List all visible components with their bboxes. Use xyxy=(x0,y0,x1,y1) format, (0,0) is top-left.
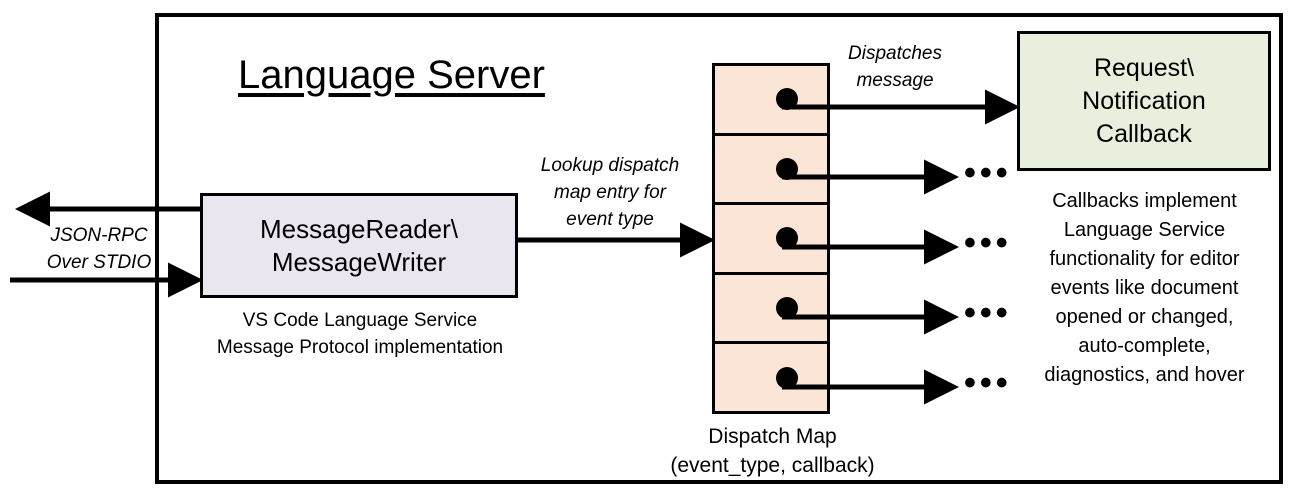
language-server-container xyxy=(155,13,1283,484)
message-reader-writer-box[interactable]: MessageReader\ MessageWriter xyxy=(200,193,518,298)
request-notification-callback-label: Request\ Notification Callback xyxy=(1082,53,1206,148)
dispatch-map-row[interactable] xyxy=(712,63,830,133)
ellipsis-row-5: ••• xyxy=(964,364,1012,402)
dispatches-message-label: Dispatches message xyxy=(848,43,942,91)
lookup-dispatch-label: Lookup dispatch map entry for event type xyxy=(540,155,680,230)
dispatch-map-table[interactable] xyxy=(712,63,830,414)
ellipsis-row-4: ••• xyxy=(964,294,1012,332)
callback-pointer-dot xyxy=(776,297,798,320)
callback-pointer-dot xyxy=(776,366,798,389)
callback-pointer-dot xyxy=(776,88,798,111)
dispatch-map-row[interactable] xyxy=(712,341,830,414)
ellipsis-row-3: ••• xyxy=(964,224,1012,262)
page-title: Language Server xyxy=(238,53,545,97)
ellipsis-row-2: ••• xyxy=(964,154,1012,192)
callback-description-caption: Callbacks implement Language Service fun… xyxy=(1044,190,1245,386)
callback-pointer-dot xyxy=(776,157,798,180)
jsonrpc-protocol-label: JSON-RPC Over STDIO xyxy=(46,225,152,273)
dispatch-map-row[interactable] xyxy=(712,132,830,203)
dispatch-map-row[interactable] xyxy=(712,271,830,342)
message-reader-writer-caption: VS Code Language Service Message Protoco… xyxy=(216,310,504,358)
message-reader-writer-label: MessageReader\ MessageWriter xyxy=(260,213,458,277)
callback-pointer-dot xyxy=(776,227,798,250)
dispatch-map-caption: Dispatch Map (event_type, callback) xyxy=(670,425,875,477)
request-notification-callback-box[interactable]: Request\ Notification Callback xyxy=(1017,31,1271,171)
dispatch-map-row[interactable] xyxy=(712,202,830,272)
